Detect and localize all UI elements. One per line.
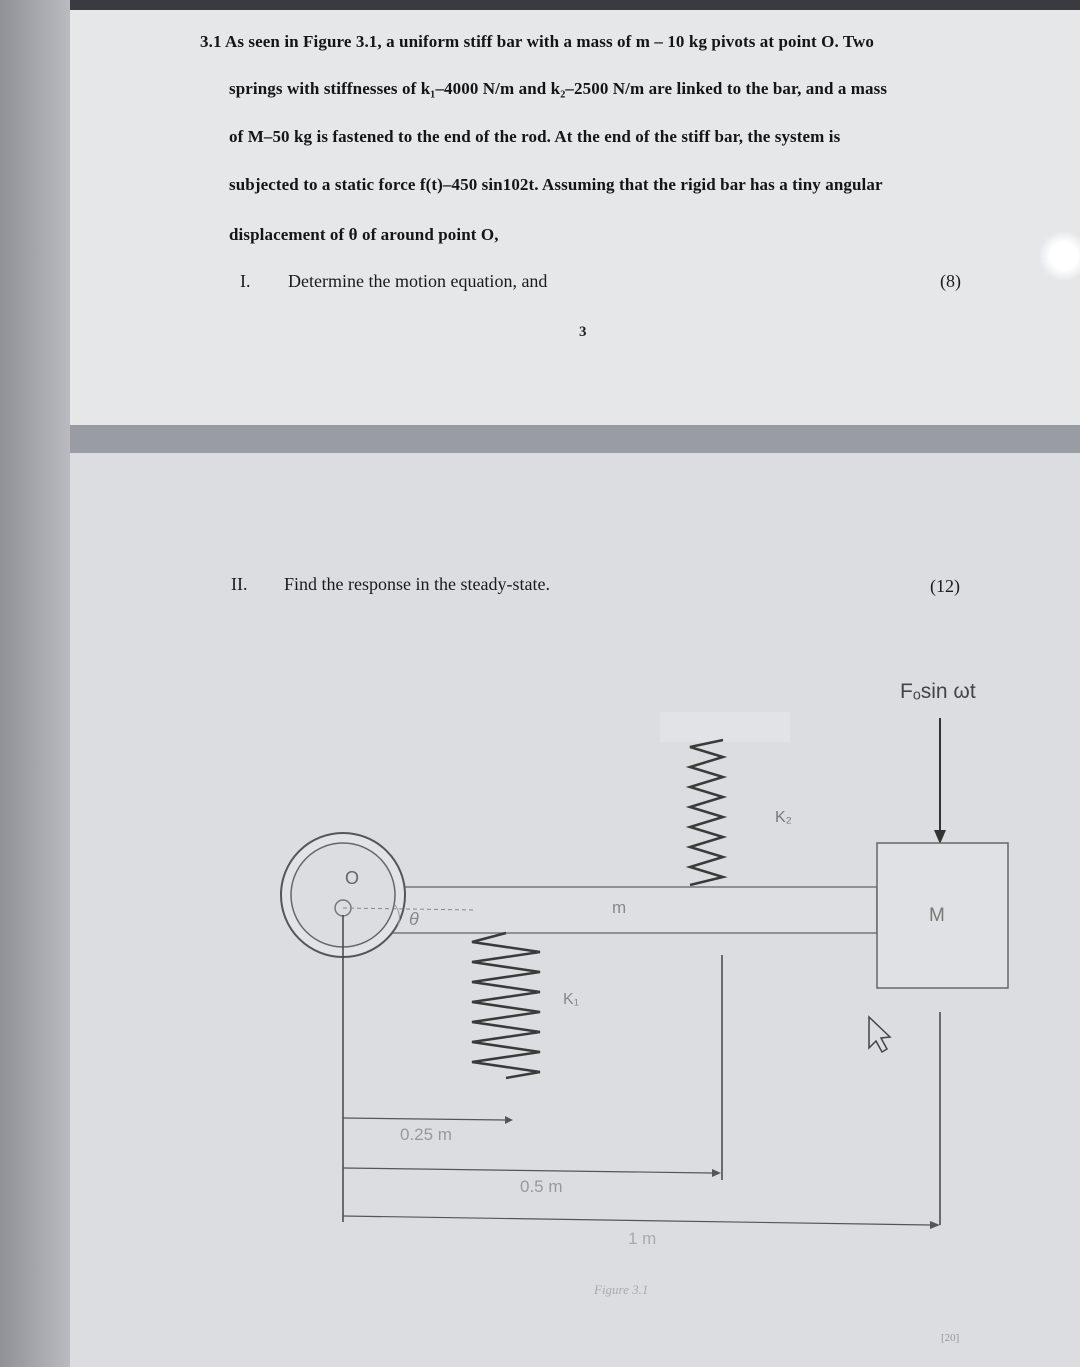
screen-glare: [1040, 232, 1080, 280]
force-arrow-head: [934, 830, 946, 844]
part2-number: II.: [231, 574, 248, 594]
part2-text: Find the response in the steady-state.: [284, 574, 550, 594]
dim-label-05: 0.5 m: [520, 1177, 563, 1196]
dim-arrow-05: [712, 1169, 721, 1177]
force-label: Fₒsin ωt: [900, 680, 976, 703]
part1-marks: (8): [940, 271, 961, 291]
part1-number: I.: [240, 271, 251, 291]
k1-spring: [471, 931, 541, 1080]
dim-line-1: [342, 1215, 931, 1226]
question-line-5: displacement of θ of around point O,: [229, 225, 499, 244]
k2-highlight: [660, 712, 790, 742]
figure-caption: Figure 3.1: [593, 1282, 648, 1297]
monitor-left-edge: [0, 0, 70, 1367]
rigid-bar: [344, 886, 878, 934]
bar-mass-label: m: [612, 898, 626, 917]
question-line-1: 3.1 As seen in Figure 3.1, a uniform sti…: [200, 32, 875, 51]
dim-arrow-1: [930, 1221, 940, 1229]
mouse-cursor-icon: [868, 1015, 892, 1054]
dim-arrow-025: [505, 1116, 513, 1124]
dim-label-1: 1 m: [628, 1229, 656, 1248]
part1-text: Determine the motion equation, and: [288, 271, 548, 291]
question-line-2: springs with stiffnesses of k₁–4000 N/m …: [229, 79, 888, 98]
angle-label: θ: [409, 909, 419, 929]
dim-label-025: 0.25 m: [400, 1125, 452, 1144]
page-number: 3: [579, 324, 587, 340]
mass-block: [876, 842, 1009, 989]
angle-reference-line: [342, 907, 476, 911]
pivot-label: O: [345, 868, 359, 888]
dim-line-025: [342, 1117, 506, 1121]
k2-spring: [685, 738, 728, 887]
question-line-3: of M–50 kg is fastened to the end of the…: [229, 127, 841, 146]
dim-line-05: [342, 1167, 713, 1174]
k2-label: K₂: [775, 809, 792, 826]
angle-arc: [394, 904, 400, 926]
page-separator: [70, 425, 1080, 453]
mass-label: M: [929, 905, 945, 926]
k1-label: K₁: [563, 991, 579, 1008]
document-page-3: [70, 10, 1080, 425]
part2-marks: (12): [930, 576, 960, 596]
total-marks: [20]: [941, 1332, 959, 1344]
question-line-4: subjected to a static force f(t)–450 sin…: [229, 175, 883, 194]
